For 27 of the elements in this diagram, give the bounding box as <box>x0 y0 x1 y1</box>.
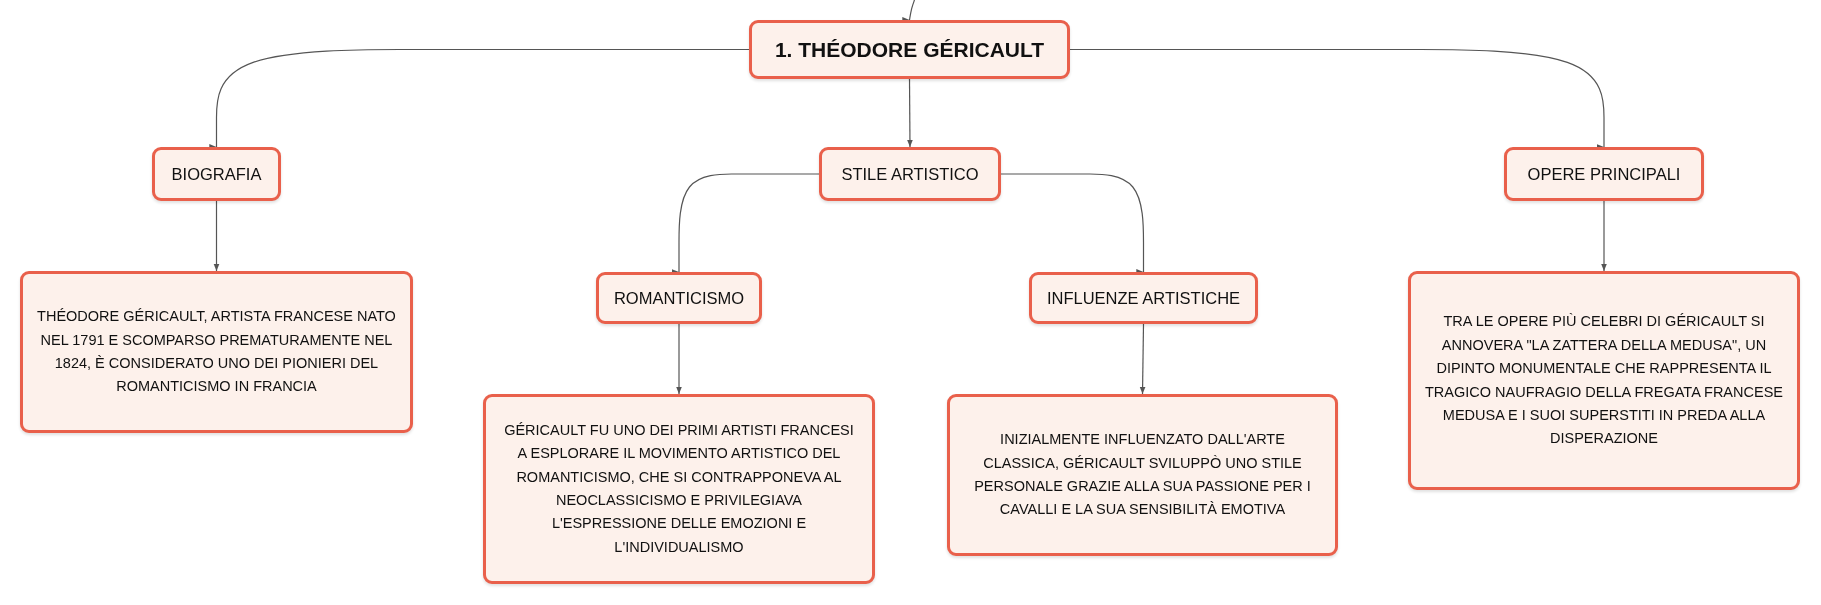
description-text: TRA LE OPERE PIÙ CELEBRI DI GÉRICAULT SI ANNOVERA "LA ZATTERA DELLA MEDUSA", UN DIPINTO MONUMENTALE CHE RAPPRESENTA IL TRAGICO NAUFRAGIO DELLA FREGATA FRANCESE MEDUSA E I SUOI SUPERSTITI IN PREDA ALLA DISPERAZIONE <box>1424 312 1784 449</box>
description-text: GÉRICAULT FU UNO DEI PRIMI ARTISTI FRANCESI A ESPLORARE IL MOVIMENTO ARTISTICO DEL ROMANTICISMO, CHE SI CONTRAPPONEVA AL NEOCLASSICISMO E PRIVILEGIAVA L'ESPRESSIONE DELLE EMOZIONI E L'INDIVIDUALISMO <box>503 420 855 557</box>
node-label: BIOGRAFIA <box>171 164 262 184</box>
connector-arrow <box>213 200 220 272</box>
description-box <box>947 394 1338 556</box>
branch-box <box>152 147 281 201</box>
description-box <box>20 271 413 433</box>
branch-box <box>596 272 762 324</box>
description-text: THÉODORE GÉRICAULT, ARTISTA FRANCESE NATO NEL 1791 E SCOMPARSO PREMATURAMENTE NEL 1824, È CONSIDERATO UNO DEI PIONIERI DEL ROMANTICISMO IN FRANCIA <box>36 307 397 397</box>
node-label: STILE ARTISTICO <box>841 164 979 184</box>
description-box <box>483 394 875 584</box>
connector-arrow <box>1601 200 1607 272</box>
branch-box <box>819 147 1001 201</box>
node-label: INFLUENZE ARTISTICHE <box>1046 288 1241 308</box>
connector-arrow <box>1000 173 1147 273</box>
connector-arrow <box>907 78 913 148</box>
description-box <box>1408 271 1800 490</box>
node-label: OPERE PRINCIPALI <box>1527 164 1681 184</box>
connector-arrow <box>676 323 682 395</box>
branch-box <box>1029 272 1258 324</box>
node-label: ROMANTICISMO <box>613 288 745 308</box>
connector-arrow <box>1069 48 1607 148</box>
node-label: 1. THÉODORE GÉRICAULT <box>774 37 1045 62</box>
topic-box <box>749 20 1070 79</box>
description-text: INIZIALMENTE INFLUENZATO DALL'ARTE CLASSICA, GÉRICAULT SVILUPPÒ UNO STILE PERSONALE GRAZIE ALLA SUA PASSIONE PER I CAVALLI E LA SUA SENSIBILITÀ EMOTIVA <box>973 430 1312 520</box>
connector-arrow <box>1139 323 1146 395</box>
branch-box <box>1504 147 1704 201</box>
